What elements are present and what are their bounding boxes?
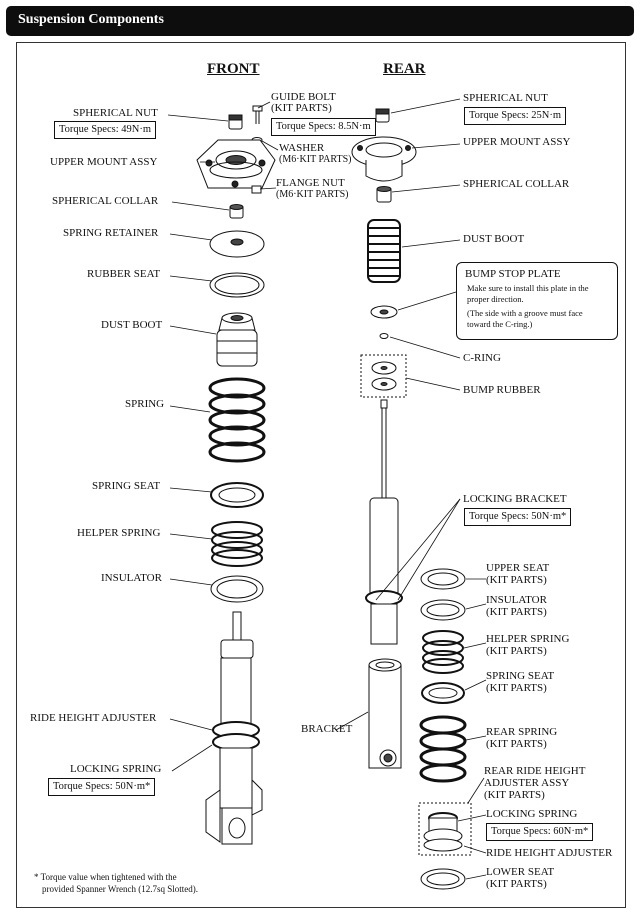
bump-stop-note-line-4: toward the C-ring.) (467, 319, 533, 329)
rear-upper-mount-label: UPPER MOUNT ASSY (463, 136, 571, 148)
bump-stop-plate-title: BUMP STOP PLATE (465, 268, 561, 280)
rear-locking-spring-label: LOCKING SPRING (486, 808, 578, 820)
rear-lower-seat (420, 868, 466, 890)
front-spring-seat (210, 482, 264, 508)
front-spherical-nut-label: SPHERICAL NUT (73, 107, 158, 119)
rear-spherical-nut-label: SPHERICAL NUT (463, 92, 548, 104)
front-dust-boot (216, 312, 258, 367)
front-helper-spring-label: HELPER SPRING (77, 527, 161, 539)
front-upper-mount-label: UPPER MOUNT ASSY (50, 156, 158, 168)
rear-insulator-label: INSULATOR (486, 594, 547, 606)
rear-dust-boot (367, 219, 401, 283)
rear-spring (419, 715, 467, 783)
rear-ride-height-adjuster-assy-kit: (KIT PARTS) (484, 789, 545, 801)
rear-ride-height-adjuster-label: RIDE HEIGHT ADJUSTER (486, 847, 613, 859)
rear-spring-seat (421, 682, 465, 704)
front-spherical-collar-label: SPHERICAL COLLAR (52, 195, 159, 207)
front-guide-bolt-torque: Torque Specs: 8.5N·m (271, 118, 376, 136)
title-bar: Suspension Components (6, 6, 634, 36)
rear-spherical-collar-label: SPHERICAL COLLAR (463, 178, 570, 190)
front-guide-bolt (252, 105, 263, 124)
rear-bump-rubber-label: BUMP RUBBER (463, 384, 541, 396)
rear-bump-rubber (360, 354, 407, 398)
rear-upper-seat (420, 568, 466, 590)
front-ride-height-adjuster-label: RIDE HEIGHT ADJUSTER (30, 712, 157, 724)
rear-spring-kit: (KIT PARTS) (486, 738, 547, 750)
rear-locking-bracket-torque: Torque Specs: 50N·m* (464, 508, 572, 526)
rear-spherical-nut-torque: Torque Specs: 25N·m (464, 107, 566, 125)
bump-stop-plate-callout: BUMP STOP PLATE Make sure to install thi… (456, 262, 618, 340)
front-spherical-nut-torque: Torque Specs: 49N·m (54, 121, 156, 139)
rear-locking-spring-torque: Torque Specs: 60N·m* (486, 823, 594, 841)
front-washer-label: WASHER (279, 142, 325, 154)
rear-helper-spring (422, 630, 464, 674)
diagram-frame (16, 42, 626, 908)
front-rubber-seat-label: RUBBER SEAT (87, 268, 161, 280)
bump-stop-note-line-1: Make sure to install this plate in the (467, 283, 589, 293)
rear-insulator-kit: (KIT PARTS) (486, 606, 547, 618)
front-flange-nut-kit: (M6·KIT PARTS) (276, 189, 349, 200)
front-locking-spring-torque: Torque Specs: 50N·m* (48, 778, 156, 796)
rear-insulator (420, 599, 466, 621)
front-header: FRONT (207, 61, 260, 77)
rear-spring-seat-kit: (KIT PARTS) (486, 682, 547, 694)
front-flange-nut-label: FLANGE NUT (276, 177, 345, 189)
front-guide-bolt-kit: (KIT PARTS) (271, 102, 332, 114)
rear-locking-bracket-label: LOCKING BRACKET (463, 493, 567, 505)
rear-ride-height-adjuster-assy (418, 802, 472, 856)
rear-spring-label: REAR SPRING (486, 726, 558, 738)
rear-shock-absorber (365, 399, 403, 645)
footnote-line-1: * Torque value when tightened with the (34, 872, 177, 882)
front-spherical-collar (229, 204, 244, 219)
front-insulator (210, 575, 264, 603)
rear-upper-seat-kit: (KIT PARTS) (486, 574, 547, 586)
rear-c-ring-label: C-RING (463, 352, 501, 364)
front-spring (208, 377, 266, 463)
rear-bracket (368, 658, 402, 769)
rear-upper-seat-label: UPPER SEAT (486, 562, 550, 574)
front-guide-bolt-label: GUIDE BOLT (271, 91, 336, 103)
front-flange-nut (251, 185, 262, 194)
rear-bracket-label: BRACKET (301, 723, 353, 735)
front-shock-absorber (205, 611, 263, 845)
bump-stop-note-line-3: (The side with a groove must face (467, 308, 583, 318)
rear-bump-stop-plate (370, 305, 398, 319)
front-washer-kit: (M6·KIT PARTS) (279, 154, 352, 165)
rear-lower-seat-kit: (KIT PARTS) (486, 878, 547, 890)
front-spring-label: SPRING (125, 398, 165, 410)
rear-helper-spring-kit: (KIT PARTS) (486, 645, 547, 657)
front-upper-mount (196, 139, 276, 189)
bump-stop-note-line-2: proper direction. (467, 294, 524, 304)
front-insulator-label: INSULATOR (101, 572, 162, 584)
rear-spherical-collar (376, 186, 392, 203)
rear-header: REAR (383, 61, 426, 77)
rear-helper-spring-label: HELPER SPRING (486, 633, 570, 645)
rear-spring-seat-label: SPRING SEAT (486, 670, 555, 682)
front-rubber-seat (209, 272, 265, 298)
rear-ride-height-adjuster-assy-label-2: ADJUSTER ASSY (484, 777, 570, 789)
front-helper-spring (211, 521, 263, 567)
front-spherical-nut (228, 114, 243, 130)
front-spring-retainer (209, 230, 265, 258)
front-spring-seat-label: SPRING SEAT (92, 480, 161, 492)
rear-spherical-nut (375, 108, 390, 123)
footnote-line-2: provided Spanner Wrench (12.7sq Slotted)… (42, 884, 198, 894)
front-dust-boot-label: DUST BOOT (101, 319, 163, 331)
leader-lines (167, 98, 487, 880)
rear-upper-mount (351, 136, 417, 182)
rear-lower-seat-label: LOWER SEAT (486, 866, 555, 878)
rear-ride-height-adjuster-assy-label-1: REAR RIDE HEIGHT (484, 765, 586, 777)
rear-c-ring (379, 333, 389, 339)
rear-dust-boot-label: DUST BOOT (463, 233, 525, 245)
front-spring-retainer-label: SPRING RETAINER (63, 227, 159, 239)
page-title: Suspension Components (18, 12, 164, 27)
front-locking-spring-label: LOCKING SPRING (70, 763, 162, 775)
